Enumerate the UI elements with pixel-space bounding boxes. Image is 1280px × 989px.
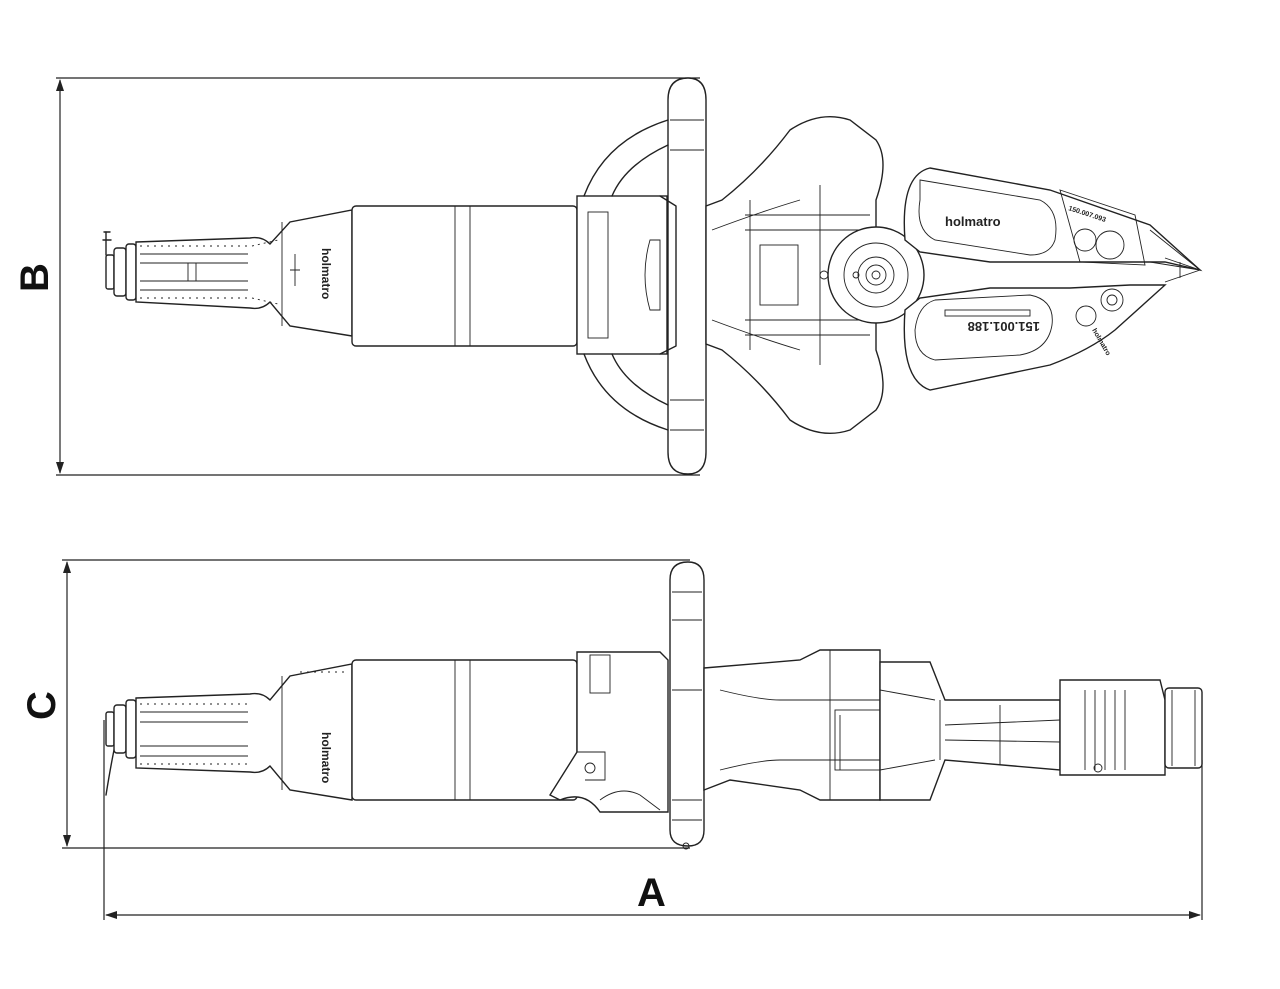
- blade-tips: [1059, 679, 1203, 776]
- connector: [105, 699, 137, 796]
- carry-handle: [583, 77, 707, 475]
- dimension-c: C: [20, 559, 690, 849]
- main-body: [351, 195, 668, 355]
- lower-blade: 151.001.188 holmatro: [903, 284, 1167, 391]
- tool-side-view: holmatro: [105, 561, 1203, 850]
- dimension-b: B: [13, 77, 700, 476]
- main-body: [351, 651, 669, 813]
- cylinder-housing: [703, 649, 881, 801]
- pivot-bolt: [827, 226, 925, 324]
- brand-label-grip-side: holmatro: [319, 732, 333, 783]
- cylinder-housing: [705, 115, 884, 435]
- rear-grip: holmatro: [135, 209, 353, 337]
- dimension-a: A: [103, 720, 1203, 920]
- dimension-label-b: B: [13, 263, 57, 292]
- connector: [102, 231, 137, 301]
- upper-blade: holmatro 150.007.093: [903, 167, 1203, 283]
- blade-part-number: 151.001.188: [968, 319, 1040, 334]
- tool-top-view: holmatro: [102, 77, 1203, 475]
- brand-label-blade: holmatro: [945, 214, 1001, 229]
- blade-arms: [879, 661, 1061, 801]
- brand-label-grip: holmatro: [319, 248, 333, 299]
- carry-handle: [669, 561, 705, 850]
- dimension-label-c: C: [20, 691, 64, 720]
- rear-grip: holmatro: [135, 663, 353, 801]
- dimension-label-a: A: [637, 871, 666, 915]
